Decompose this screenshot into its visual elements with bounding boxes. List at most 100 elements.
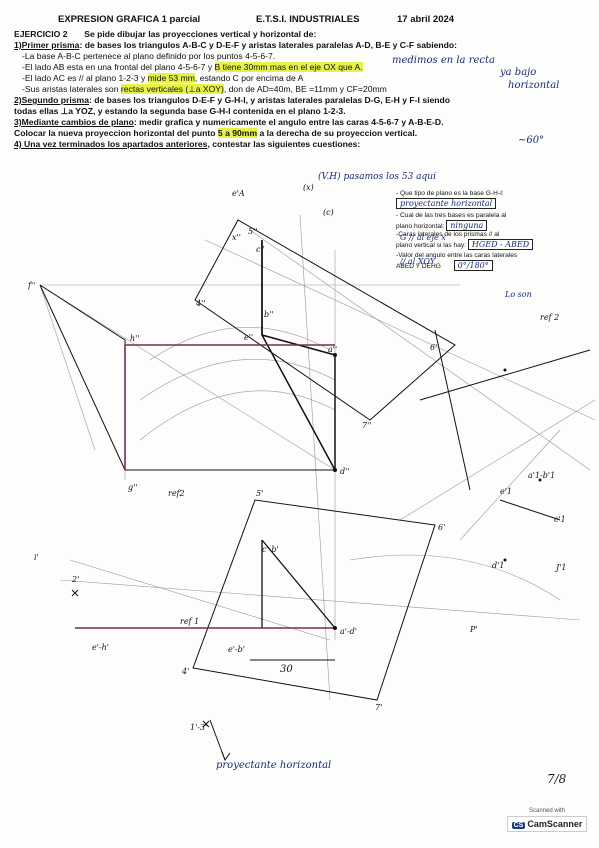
handnote-eje-x: G // al eje x xyxy=(400,233,446,242)
question-2b: plano horizontal: ninguna xyxy=(396,220,574,231)
camscanner-logo-icon: CS xyxy=(511,822,526,829)
answer-4: 0°/180° xyxy=(453,260,493,271)
construction-line xyxy=(459,429,561,541)
label-c-paren: (c) xyxy=(323,208,334,217)
handnote-ya-bajo: ya bajo xyxy=(500,67,537,78)
point-marker xyxy=(503,368,507,372)
part1-line: 1)Primer prisma: de bases los triangulos… xyxy=(14,40,584,51)
cross-markers xyxy=(71,589,210,728)
point-marker xyxy=(333,468,337,472)
handnote-projection: proyectante horizontal xyxy=(216,760,332,771)
purple-lines xyxy=(75,344,335,629)
part1-b-highlight: B tiene 30mm mas en el eje OX que A. xyxy=(214,62,363,72)
cross-marker xyxy=(202,720,210,728)
part1-text: : de bases los triangulos A-B-C y D-E-F … xyxy=(79,40,458,50)
point-marker xyxy=(503,558,507,562)
point-markers xyxy=(333,353,542,630)
answer-1: proyectante horizontal xyxy=(396,198,497,209)
question-4b: ABED Y DEHG 0°/180° xyxy=(396,260,574,271)
label-ref1: ref 1 xyxy=(180,617,199,626)
part1-d-post: , don de AD=40m, BE =11mm y CF=20mm xyxy=(223,84,387,94)
label-c: c'' xyxy=(256,245,265,254)
question-3b: plano vertical si las hay: HGED - ABED xyxy=(396,239,574,250)
handnote-xoy: // al XOY xyxy=(400,257,436,266)
question-2b-text: plano horizontal: xyxy=(396,223,445,230)
part1-c-post: , estando C por encima de A xyxy=(194,73,304,83)
scanner-caption: Scanned with xyxy=(528,808,566,814)
plane-4567-horizontal xyxy=(192,499,436,701)
question-1: - Que tipo de plano es la base G-H-I: xyxy=(396,190,504,197)
callout-arrow xyxy=(221,751,231,762)
part1-c: -El lado AC es // al plano 1-2-3 y mide … xyxy=(14,73,584,84)
construction-line xyxy=(399,399,596,521)
part3-text2: Colocar la nueva proyeccion horizontal d… xyxy=(14,128,218,138)
construction-arc xyxy=(139,390,336,441)
part2-line2: todas ellas ⊥a YOZ, y estando la segunda… xyxy=(14,106,346,116)
construction-arc xyxy=(149,326,331,361)
part1-a: -La base A-B-C pertenece al plano defini… xyxy=(22,51,276,61)
label-e1: e'1 xyxy=(500,487,512,496)
construction-line xyxy=(299,214,331,701)
label-c1: c'1 xyxy=(554,515,566,524)
point-marker xyxy=(538,478,542,482)
main-lines xyxy=(39,219,591,762)
construction-arc xyxy=(139,358,336,401)
part4-text: , contestar las siguientes cuestiones: xyxy=(207,139,361,149)
part1-c-pre: -El lado AC es // al plano 1-2-3 y xyxy=(22,73,148,83)
label-x-paren: (x) xyxy=(303,183,314,192)
school-name: E.T.S.I. INDUSTRIALES xyxy=(256,14,360,25)
label-2p: 2' xyxy=(71,575,79,584)
handnote-angle: ~60° xyxy=(518,135,545,146)
label-e: e'' xyxy=(244,333,253,342)
label-ref2: ref2 xyxy=(168,489,185,498)
course-title: EXPRESION GRAFICA 1 parcial xyxy=(58,14,201,25)
label-a: a'' xyxy=(328,345,337,354)
exercise-heading: EJERCICIO 2 Se pide dibujar las proyecci… xyxy=(14,29,584,40)
label-g: g'' xyxy=(128,483,138,492)
part1-b-pre: -El lado AB esta en una frontal del plan… xyxy=(22,62,215,72)
drawing-labels: f'' h'' g'' d'' a'' e'' c'' b'' 4'' 5'' … xyxy=(27,183,567,732)
handnote-horizontal: horizontal xyxy=(508,80,560,91)
label-7: 7'' xyxy=(362,421,372,430)
exercise-title: EJERCICIO 2 xyxy=(14,29,68,39)
label-j1: J'1 xyxy=(554,563,567,572)
part1-d-highlight: rectas verticales (⊥a XOY) xyxy=(120,84,224,94)
construction-line xyxy=(204,239,596,421)
part3-text: : medir grafica y numericamente el angul… xyxy=(133,117,444,127)
edge-c-a-horizontal xyxy=(261,539,336,629)
label-cb: c'-b' xyxy=(262,545,279,554)
question-3b-text: plano vertical si las hay: xyxy=(396,242,467,249)
construction-line xyxy=(59,579,581,621)
point-marker xyxy=(333,626,337,630)
label-p: P' xyxy=(469,625,478,634)
label-h: h'' xyxy=(130,334,140,343)
answer-2: ninguna xyxy=(446,220,488,231)
part4-label: 4) Una vez terminados los apartados ante… xyxy=(14,139,208,149)
label-4p: 4' xyxy=(181,667,189,676)
question-4: -Valor del angulo entre las caras latera… xyxy=(396,252,518,259)
construction-line xyxy=(39,284,336,471)
exam-date: 17 abril 2024 xyxy=(397,14,455,25)
part1-label: 1)Primer prisma xyxy=(14,40,80,50)
label-b: b'' xyxy=(264,310,274,319)
label-ad: a'-d' xyxy=(340,627,357,636)
handnote-vh: (V.H) pasamos los 53 aqui xyxy=(318,172,436,182)
part3-label: 3)Mediante cambios de plano xyxy=(14,117,134,127)
label-d1: d'1 xyxy=(492,561,504,570)
plane-4567-vertical xyxy=(194,219,456,421)
construction-line xyxy=(249,229,591,471)
page-number: 7/8 xyxy=(547,772,567,786)
part1-b: -El lado AB esta en una frontal del plan… xyxy=(14,62,584,73)
label-30: 30 xyxy=(280,664,293,675)
label-ref2b: ref 2 xyxy=(540,313,559,322)
label-13: 1'-3' xyxy=(190,723,207,732)
label-ab1: a'1-b'1 xyxy=(528,471,555,480)
part3-line: 3)Mediante cambios de plano: medir grafi… xyxy=(14,117,584,128)
part1-c-highlight: mide 53 mm xyxy=(147,73,195,83)
part2-line: 2)Segundo prisma: de bases los triangulo… xyxy=(14,95,584,106)
part1-d: -Sus aristas laterales son rectas vertic… xyxy=(14,84,584,95)
part2-text: : de bases los triangulos D-E-F y G-H-I,… xyxy=(88,95,451,105)
